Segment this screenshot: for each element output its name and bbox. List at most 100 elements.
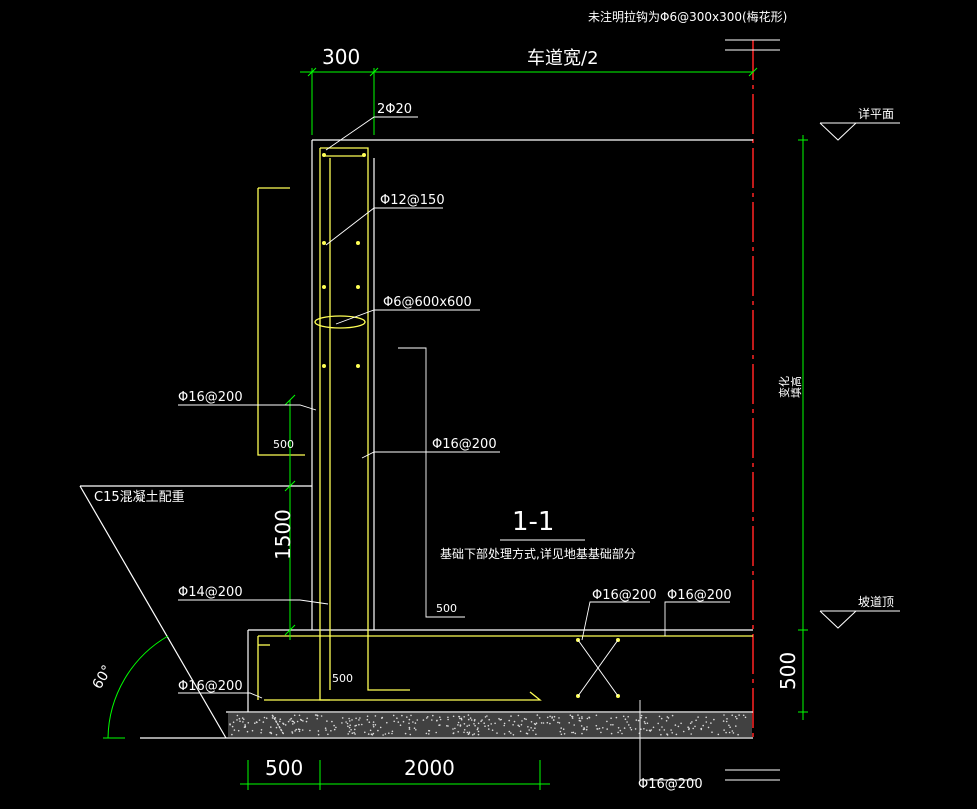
gravel-dot: [366, 715, 369, 717]
gravel-dot: [682, 730, 685, 733]
gravel-dot: [534, 727, 536, 729]
gravel-dot: [473, 720, 476, 722]
leader-lines: [178, 116, 730, 781]
gravel-dot: [588, 716, 590, 719]
gravel-dot: [595, 714, 598, 717]
gravel-dot: [260, 731, 262, 734]
gravel-dot: [660, 717, 663, 720]
angle-label: 60°: [90, 662, 116, 692]
gravel-dot: [293, 714, 296, 717]
dim-lane-half: 车道宽/2: [527, 48, 599, 69]
gravel-dot: [292, 723, 294, 725]
gravel-dot: [346, 722, 349, 725]
gravel-dot: [279, 720, 281, 723]
gravel-dot: [538, 717, 541, 719]
gravel-dot: [293, 722, 296, 724]
gravel-dot: [412, 721, 414, 723]
gravel-dot: [553, 715, 556, 718]
gravel-dot: [413, 727, 416, 729]
gravel-dot: [527, 726, 529, 728]
gravel-dot: [468, 732, 470, 735]
gravel-dot: [532, 729, 534, 732]
gravel-dot: [432, 714, 434, 717]
gravel-dot: [661, 726, 663, 728]
gravel-dot: [477, 733, 480, 736]
gravel-dot: [581, 732, 583, 735]
gravel-dot: [296, 720, 299, 723]
gravel-dot: [393, 720, 396, 723]
gravel-dot: [295, 728, 298, 731]
gravel-dot: [560, 733, 563, 736]
gravel-dot: [602, 727, 604, 729]
gravel-dot: [559, 730, 562, 733]
gravel-dot: [392, 714, 395, 717]
gravel-dot: [468, 731, 471, 734]
gravel-dot: [408, 728, 411, 730]
gravel-dot: [358, 719, 360, 721]
gravel-dot: [284, 724, 287, 726]
gravel-dot: [700, 728, 703, 731]
gravel-dot: [314, 714, 317, 716]
gravel-dot: [523, 717, 526, 720]
gravel-dot: [731, 714, 733, 716]
gravel-dot: [333, 724, 335, 727]
gravel-dot: [341, 717, 344, 719]
gravel-dot: [326, 720, 328, 722]
gravel-dot: [512, 734, 515, 736]
gravel-dot: [280, 729, 283, 732]
gravel-dot: [627, 715, 629, 718]
gravel-dot: [626, 721, 628, 723]
gravel-dot: [483, 722, 486, 724]
gravel-dot: [302, 720, 304, 722]
gravel-dot: [330, 730, 332, 732]
gravel-dot: [680, 722, 682, 725]
dim-base-thickness: 500: [776, 652, 800, 690]
gravel-dot: [347, 725, 349, 728]
gravel-dot: [582, 728, 585, 731]
gravel-dot: [534, 723, 537, 726]
gravel-dot: [665, 720, 668, 722]
gravel-dot: [316, 717, 319, 720]
gravel-dot: [463, 731, 465, 734]
gravel-dot: [396, 717, 398, 719]
gravel-dot: [643, 728, 645, 730]
gravel-dot: [406, 716, 408, 718]
gravel-dot: [239, 720, 241, 722]
gravel-dot: [274, 718, 276, 720]
gravel-dot: [705, 721, 708, 723]
gravel-dot: [551, 717, 553, 719]
gravel-dot: [738, 714, 740, 716]
gravel-dot: [265, 717, 268, 719]
gravel-dot: [606, 720, 608, 723]
label-base-bottom: Φ16@200: [638, 777, 703, 792]
top-note: 未注明拉钩为Φ6@300x300(梅花形): [588, 9, 787, 24]
gravel-dot: [263, 716, 266, 719]
gravel-dot: [349, 724, 352, 726]
gravel-dot: [279, 726, 281, 729]
gravel-dot: [558, 722, 561, 724]
gravel-dot: [494, 722, 496, 725]
gravel-dot: [491, 729, 494, 731]
gravel-dot: [530, 727, 532, 729]
gravel-dot: [671, 732, 673, 734]
gravel-dot: [734, 715, 737, 718]
gravel-dot: [528, 729, 530, 731]
section-id: 1-1: [512, 507, 554, 537]
label-inner-vert: Φ16@200: [432, 437, 497, 452]
gravel-dot: [231, 733, 233, 736]
gravel-dot: [358, 723, 360, 726]
gravel-dot: [460, 717, 463, 720]
dim-lap-500-c: 500: [332, 672, 353, 685]
gravel-dot: [732, 732, 735, 734]
gravel-dot: [324, 727, 327, 729]
gravel-dot: [463, 716, 466, 718]
dim-footing-toe: 500: [265, 756, 303, 780]
gravel-dot: [367, 733, 370, 735]
gravel-dot: [574, 732, 577, 735]
gravel-dot: [473, 733, 476, 735]
gravel-dot: [560, 727, 562, 729]
gravel-dot: [435, 731, 438, 734]
gravel-dot: [488, 728, 490, 730]
gravel-dot: [426, 716, 429, 718]
gravel-dot: [477, 730, 480, 733]
